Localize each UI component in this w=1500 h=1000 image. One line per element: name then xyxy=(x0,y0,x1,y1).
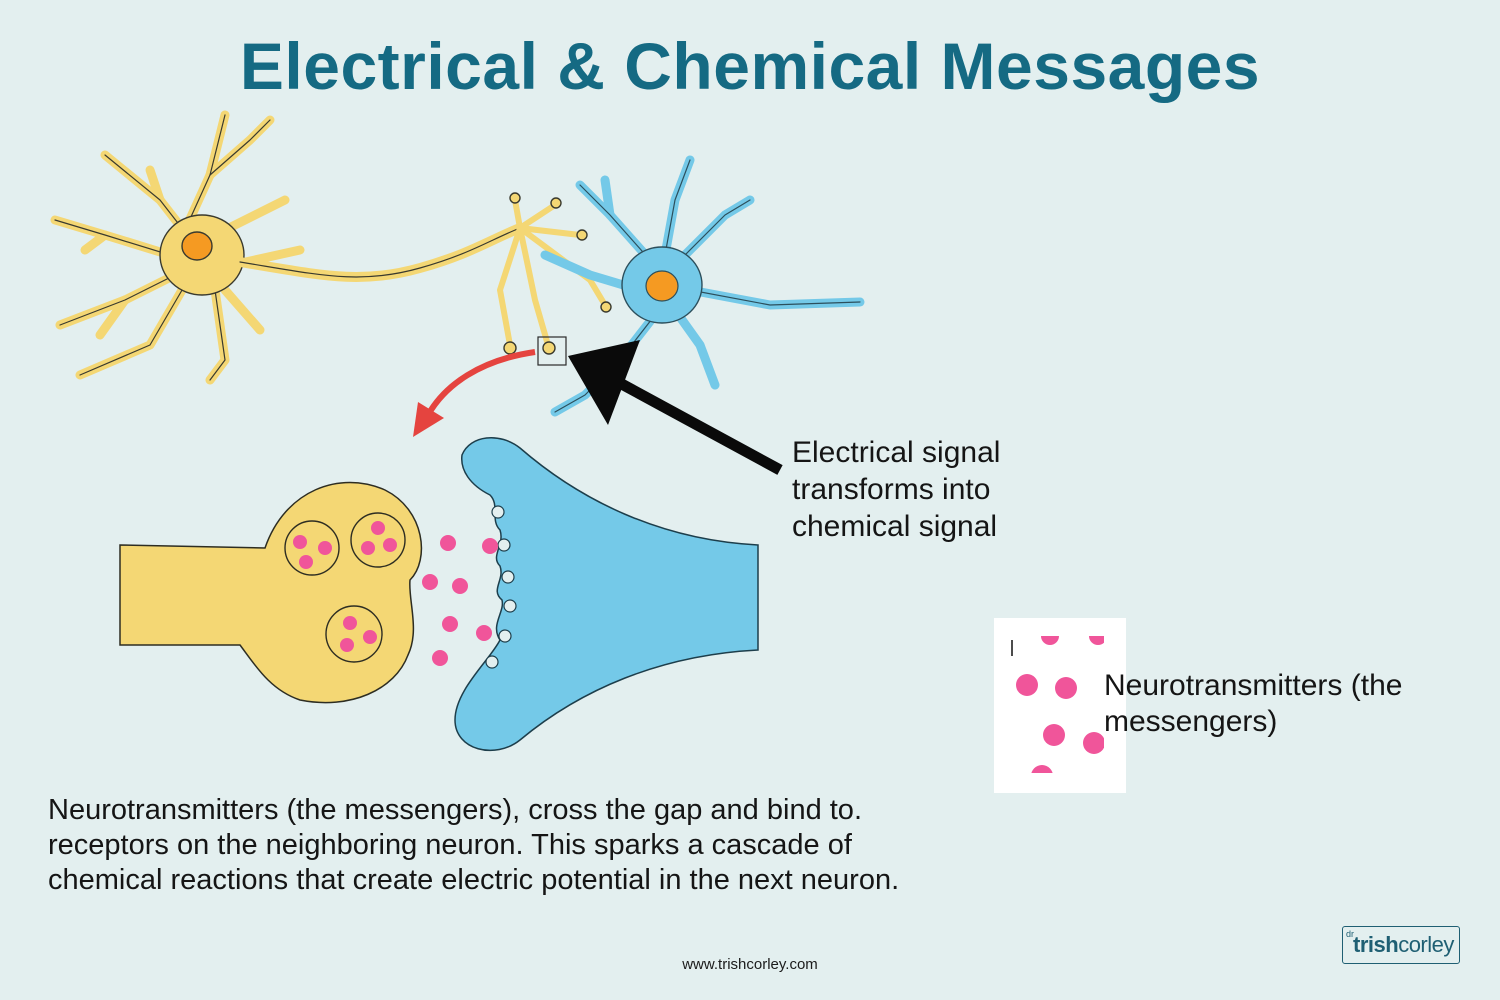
signal-label: Electrical signal transforms into chemic… xyxy=(792,436,1001,543)
neurotransmitters xyxy=(293,521,498,666)
brand-name: trishcorley xyxy=(1353,932,1454,958)
page-title: Electrical & Chemical Messages xyxy=(239,29,1261,103)
legend-label: Neurotransmitters (the messengers) xyxy=(1104,669,1403,738)
brand-last: corley xyxy=(1398,932,1454,957)
brand-prefix: dr xyxy=(1346,929,1355,939)
sending-neuron xyxy=(50,110,612,385)
receiving-neuron xyxy=(540,155,865,417)
zoom-box xyxy=(537,336,567,366)
description-text: Neurotransmitters (the messengers), cros… xyxy=(48,794,900,896)
neurotransmitter-legend-icon xyxy=(1011,636,1104,773)
legend-box xyxy=(994,618,1126,793)
brand-logo: dr trishcorley xyxy=(1342,926,1460,964)
postsynaptic-terminal xyxy=(454,437,759,752)
arrow-icon xyxy=(568,340,783,475)
brand-first: trish xyxy=(1353,932,1399,957)
presynaptic-terminal xyxy=(119,481,423,704)
curved-arrow-icon xyxy=(413,349,536,437)
footer-url[interactable]: www.trishcorley.com xyxy=(682,956,818,973)
